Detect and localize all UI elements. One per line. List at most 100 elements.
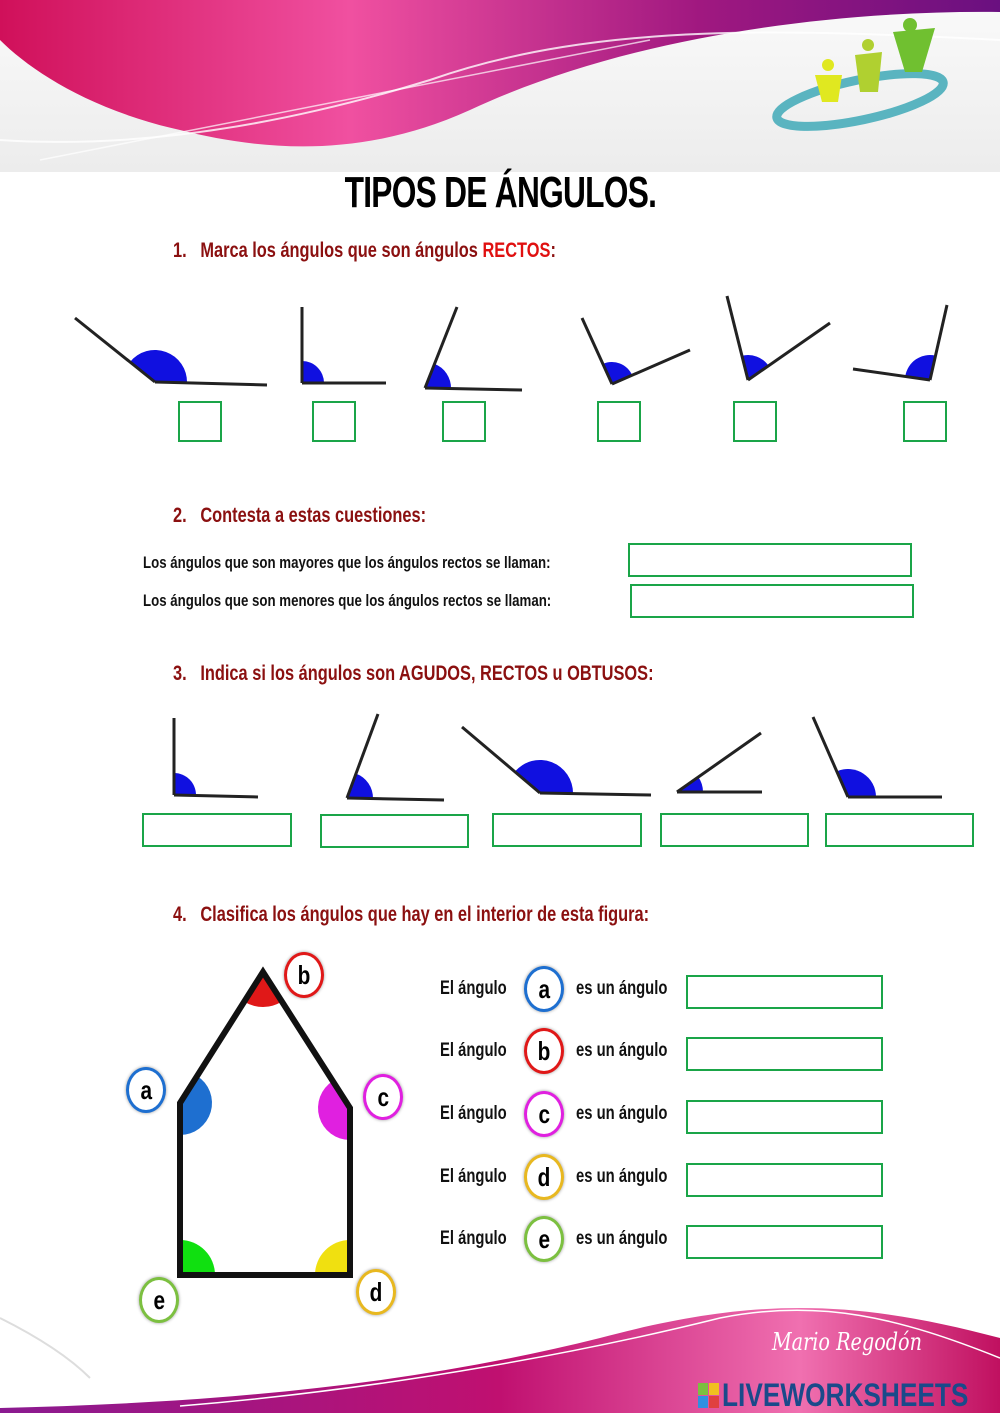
q1-checkbox-1[interactable] <box>178 401 222 442</box>
house-label-a: a <box>126 1067 166 1113</box>
q1-checkbox-4[interactable] <box>597 401 641 442</box>
q1-angle-6-ray <box>928 304 949 381</box>
q3-angle-2-ray <box>346 796 445 802</box>
q3-angle-4-ray <box>676 731 762 794</box>
q4-row-b-suffix: es un ángulo <box>576 1040 693 1062</box>
q4-suffix-text: es un ángulo <box>576 1228 668 1249</box>
q3-answer-1[interactable] <box>142 813 292 847</box>
q4-prefix-text: El ángulo <box>440 978 507 999</box>
q4-letter: c <box>538 1098 550 1129</box>
q1-angle-2-arc <box>302 361 324 383</box>
q4-letter: d <box>537 1161 551 1192</box>
q4-prefix-text: El ángulo <box>440 1103 507 1124</box>
house-label-d: d <box>356 1269 396 1315</box>
q3-angle-3-arc <box>514 760 573 794</box>
q1-checkbox-2[interactable] <box>312 401 356 442</box>
brand-text: LIVEWORKSHEETS <box>722 1377 969 1413</box>
q3-angle-1-arc <box>174 773 197 796</box>
house-label-e: e <box>139 1277 179 1323</box>
q4-row-d-suffix: es un ángulo <box>576 1166 693 1188</box>
q1-checkbox-3[interactable] <box>442 401 486 442</box>
q4-row-c-badge: c <box>524 1091 564 1137</box>
label-c-text: c <box>377 1081 389 1112</box>
q3-answer-4[interactable] <box>660 813 809 847</box>
author-signature: Mario Regodón <box>772 1328 922 1356</box>
q2-sentence-1-text: Los ángulos que son mayores que los ángu… <box>143 553 551 572</box>
logo-icon <box>772 18 948 131</box>
house-angle-a <box>180 1075 213 1135</box>
q4-row-b-prefix: El ángulo <box>440 1040 526 1062</box>
q1-angle-3-arc <box>425 363 451 389</box>
q2-sentence-2-text: Los ángulos que son menores que los ángu… <box>143 591 552 610</box>
footer-banner <box>0 1308 1000 1413</box>
q1-suffix: : <box>550 239 556 262</box>
q4-letter: a <box>538 973 550 1004</box>
q2-answer-2[interactable] <box>630 584 914 618</box>
q4-row-a-prefix: El ángulo <box>440 978 526 1000</box>
house-figure <box>177 966 353 1278</box>
liveworksheets-logo[interactable]: LIVEWORKSHEETS <box>698 1377 1000 1414</box>
q2-answer-1[interactable] <box>628 543 912 577</box>
house-angle-d <box>315 1240 350 1275</box>
q3-angle-3-ray <box>539 791 652 797</box>
house-angle-c <box>318 1081 350 1140</box>
q4-answer-d[interactable] <box>686 1163 883 1197</box>
q3-angle-5-arc <box>836 769 876 797</box>
q4-answer-b[interactable] <box>686 1037 883 1071</box>
label-a-text: a <box>140 1074 152 1105</box>
q4-prefix-text: El ángulo <box>440 1166 507 1187</box>
q3-answer-5[interactable] <box>825 813 974 847</box>
q1-text: Marca los ángulos que son ángulos <box>200 239 483 262</box>
q3-answer-2[interactable] <box>320 814 469 848</box>
q2-number: 2. <box>173 504 187 527</box>
live-logo-icon <box>698 1383 719 1408</box>
q4-row-d-prefix: El ángulo <box>440 1166 526 1188</box>
q1-number: 1. <box>173 239 187 262</box>
question-1-heading: 1. Marca los ángulos que son ángulos REC… <box>173 239 664 263</box>
q1-angle-5-ray <box>747 321 831 382</box>
label-b-text: b <box>297 959 311 990</box>
q3-angle-1-ray <box>173 793 259 799</box>
q4-letter: e <box>538 1223 550 1254</box>
q4-row-e-suffix: es un ángulo <box>576 1228 693 1250</box>
q3-angle-5-ray <box>811 716 850 798</box>
q4-row-a-suffix: es un ángulo <box>576 978 693 1000</box>
q1-checkbox-5[interactable] <box>733 401 777 442</box>
q3-angle-2-ray <box>345 713 380 799</box>
q1-angle-6-ray <box>852 367 931 382</box>
q4-prefix-text: El ángulo <box>440 1040 507 1061</box>
q4-prefix-text: El ángulo <box>440 1228 507 1249</box>
label-d-text: d <box>369 1276 383 1307</box>
question-2-heading: 2. Contesta a estas cuestiones: <box>173 504 497 528</box>
q2-text: Contesta a estas cuestiones: <box>200 504 427 527</box>
house-angle-e <box>180 1240 215 1275</box>
q4-answer-c[interactable] <box>686 1100 883 1134</box>
q2-sentence-1: Los ángulos que son mayores que los ángu… <box>143 553 665 573</box>
q1-angle-1-arc <box>130 350 187 383</box>
q1-angle-1-ray <box>74 316 156 384</box>
q3-text: Indica si los ángulos son AGUDOS, RECTOS… <box>200 662 654 685</box>
page-title: TIPOS DE ÁNGULOS. <box>0 168 1000 218</box>
q1-angle-4-ray <box>580 317 614 385</box>
q4-row-d-badge: d <box>524 1154 564 1200</box>
q1-angle-4-ray <box>611 348 691 386</box>
q4-suffix-text: es un ángulo <box>576 1040 668 1061</box>
q4-row-c-prefix: El ángulo <box>440 1103 526 1125</box>
q4-row-b-badge: b <box>524 1028 564 1074</box>
q4-answer-e[interactable] <box>686 1225 883 1259</box>
q4-suffix-text: es un ángulo <box>576 978 668 999</box>
header-banner <box>0 0 1000 172</box>
q4-answer-a[interactable] <box>686 975 883 1009</box>
question-3-heading: 3. Indica si los ángulos son AGUDOS, REC… <box>173 662 789 686</box>
q1-angle-6-arc <box>905 355 936 380</box>
q4-number: 4. <box>173 903 187 926</box>
q4-row-c-suffix: es un ángulo <box>576 1103 693 1125</box>
house-label-c: c <box>363 1074 403 1120</box>
q1-checkbox-6[interactable] <box>903 401 947 442</box>
q1-highlight: RECTOS <box>482 239 551 262</box>
q3-answer-3[interactable] <box>492 813 642 847</box>
q4-row-e-prefix: El ángulo <box>440 1228 526 1250</box>
label-e-text: e <box>153 1284 165 1315</box>
question-4-heading: 4. Clasifica los ángulos que hay en el i… <box>173 903 783 927</box>
